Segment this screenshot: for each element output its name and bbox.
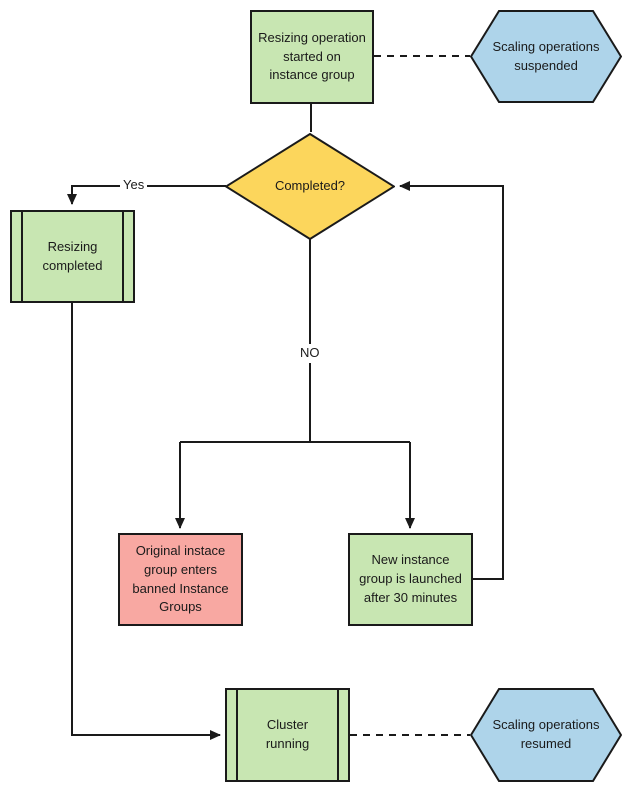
predefined-bar-left bbox=[236, 690, 238, 780]
node-scaling-resumed-label: Scaling operations resumed bbox=[492, 717, 600, 751]
node-cluster-running-label: Cluster running bbox=[265, 717, 310, 751]
hexagon-shape bbox=[470, 10, 622, 103]
node-new-instance-group: New instance group is launched after 30 … bbox=[348, 533, 473, 626]
edge-to-cluster-running bbox=[71, 303, 221, 740]
predefined-bar-left bbox=[21, 212, 23, 301]
predefined-bar-right bbox=[122, 212, 124, 301]
edge-label-yes: Yes bbox=[120, 176, 148, 195]
diamond-shape bbox=[225, 133, 395, 240]
edge-loop-to-completed bbox=[399, 181, 504, 580]
node-resizing-completed-label: Resizing completed bbox=[42, 238, 103, 273]
node-resizing-started: Resizing operation started on instance g… bbox=[250, 10, 374, 104]
predefined-bar-right bbox=[337, 690, 339, 780]
hexagon-shape bbox=[470, 688, 622, 782]
node-banned-instance-groups-label: Original instace group enters banned Ins… bbox=[132, 542, 229, 615]
edge-yes-to-resizing-completed bbox=[67, 185, 226, 205]
node-banned-instance-groups: Original instace group enters banned Ins… bbox=[118, 533, 243, 626]
node-completed-decision: Completed? bbox=[225, 133, 395, 240]
node-scaling-suspended: Scaling operations suspended bbox=[470, 10, 622, 103]
node-resizing-started-label: Resizing operation started on instance g… bbox=[258, 29, 366, 83]
edge-label-no: NO bbox=[297, 344, 323, 363]
node-scaling-resumed: Scaling operations resumed bbox=[470, 688, 622, 782]
node-new-instance-group-label: New instance group is launched after 30 … bbox=[359, 552, 462, 605]
node-scaling-suspended-label: Scaling operations suspended bbox=[492, 38, 600, 73]
node-resizing-completed: Resizing completed bbox=[10, 210, 135, 303]
node-cluster-running: Cluster running bbox=[225, 688, 350, 782]
node-completed-decision-label: Completed? bbox=[274, 178, 346, 194]
